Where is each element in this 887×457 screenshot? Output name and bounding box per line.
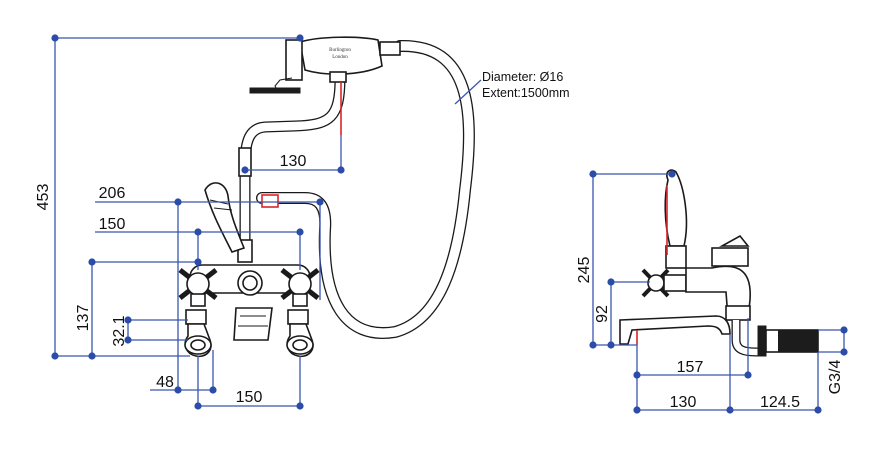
width-150-top-label: 150	[99, 216, 126, 233]
handset-offset-130-label: 130	[280, 153, 307, 170]
dimension-137: 137	[75, 258, 202, 360]
dimension-150-bottom: 150	[194, 356, 304, 410]
dimension-453: 453	[35, 34, 304, 360]
legs	[184, 309, 314, 358]
side-body	[619, 234, 760, 357]
dimension-124-5: 124.5	[730, 352, 822, 414]
dimension-92: 92	[594, 278, 650, 349]
side-cross-handle	[641, 268, 687, 298]
depth-124-5-label: 124.5	[760, 394, 800, 411]
diverter-lever	[204, 182, 246, 253]
shower-hose	[256, 39, 475, 339]
thread-g3-4-label: G3/4	[827, 360, 844, 395]
depth-157-label: 157	[677, 359, 704, 376]
dimension-206: 206	[95, 185, 324, 392]
dimension-130-handset: 130	[241, 135, 345, 174]
left-cross-handle	[178, 268, 218, 307]
dimension-150-top: 150	[95, 216, 304, 270]
height-137-label: 137	[75, 305, 92, 332]
height-92-label: 92	[594, 305, 611, 323]
height-32-1-label: 32.1	[111, 315, 128, 346]
width-150-bottom-label: 150	[236, 389, 263, 406]
hose-diameter-label: Diameter: Ø16	[482, 70, 563, 84]
height-453-label: 453	[35, 184, 52, 211]
dimension-thread: G3/4	[818, 326, 848, 394]
front-view: Burlington London	[35, 34, 570, 410]
width-206-label: 206	[99, 185, 126, 202]
threaded-tail	[757, 325, 819, 357]
handset-brand-city: London	[332, 55, 348, 60]
depth-130-label: 130	[670, 394, 697, 411]
dimension-48: 48	[150, 350, 217, 394]
dimension-32-1: 32.1	[111, 315, 188, 347]
dimension-245: 245	[576, 170, 676, 349]
shower-handset: Burlington London	[249, 36, 401, 135]
right-cross-handle	[280, 268, 320, 307]
offset-48-label: 48	[156, 374, 174, 391]
height-245-label: 245	[576, 257, 593, 284]
hose-extent-label: Extent:1500mm	[482, 86, 570, 100]
handset-brand-name: Burlington	[329, 48, 351, 53]
hose-leader-line	[454, 79, 482, 105]
side-view: 245 92 157 130 124.5	[576, 169, 848, 414]
side-lever-handle	[664, 169, 688, 269]
bath-spout	[233, 307, 273, 341]
